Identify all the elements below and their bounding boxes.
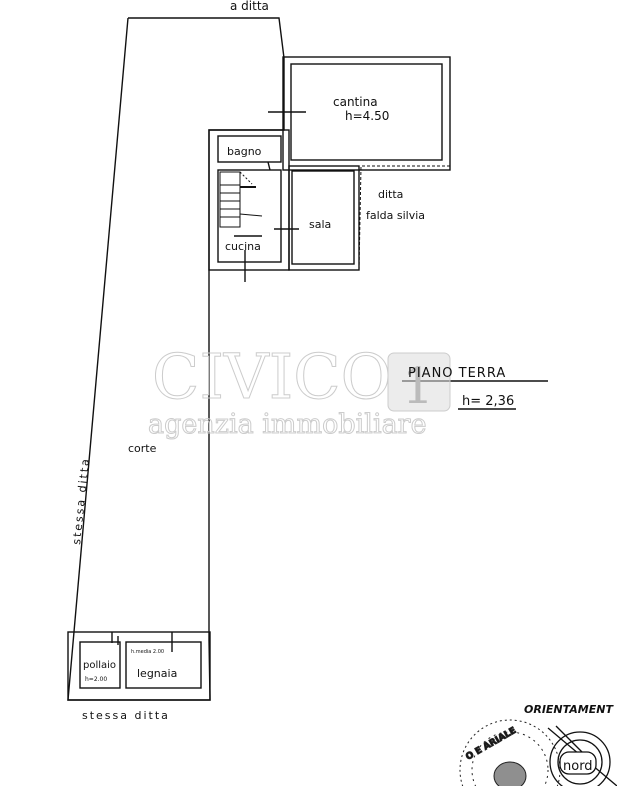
label-legnaia-height: h.media 2.00: [131, 649, 164, 655]
orientation-label: ORIENTAMENT: [524, 703, 614, 716]
label-left-neighbor: stessa ditta: [70, 457, 92, 546]
label-pollaio: pollaio: [83, 660, 116, 671]
cantina-wall-outer: [282, 56, 451, 171]
pollaio-wall: [79, 641, 121, 689]
label-legnaia: legnaia: [137, 667, 177, 680]
legnaia-wall: [125, 641, 202, 689]
label-bottom-neighbor: stessa ditta: [82, 709, 170, 722]
svg-text:O E ARIALE: O E ARIALE: [464, 726, 518, 763]
stamp: O E ARIALE: [459, 719, 561, 786]
label-cantina: cantina: [333, 95, 378, 109]
floor-title: PIANO TERRA: [408, 366, 506, 381]
label-sala: sala: [309, 218, 331, 231]
north-label: nord: [563, 759, 593, 774]
bagno-wall: [217, 135, 282, 163]
label-top: a ditta: [230, 0, 269, 13]
watermark-number: 1: [402, 357, 434, 415]
label-ditta: ditta: [378, 188, 403, 201]
watermark: CIVICO 1 agenzia immobiliare: [148, 340, 451, 441]
watermark-tagline: agenzia immobiliare: [148, 409, 427, 440]
label-falda-silvia: falda silvia: [366, 209, 425, 222]
label-cantina-height: h=4.50: [345, 109, 389, 123]
label-cucina: cucina: [225, 240, 261, 253]
cucina-wall: [217, 169, 282, 263]
label-pollaio-height: h=2.00: [85, 676, 107, 683]
sheds-outer: [67, 631, 211, 701]
label-corte: corte: [128, 442, 157, 455]
staircase: [219, 171, 263, 228]
label-bagno: bagno: [227, 145, 262, 158]
sala-wall-outer: [288, 165, 360, 271]
north-arrow-icon: [547, 725, 617, 786]
floor-height: h= 2,36: [462, 394, 514, 409]
watermark-brand: CIVICO: [152, 340, 391, 413]
sala-wall-inner: [291, 170, 355, 265]
